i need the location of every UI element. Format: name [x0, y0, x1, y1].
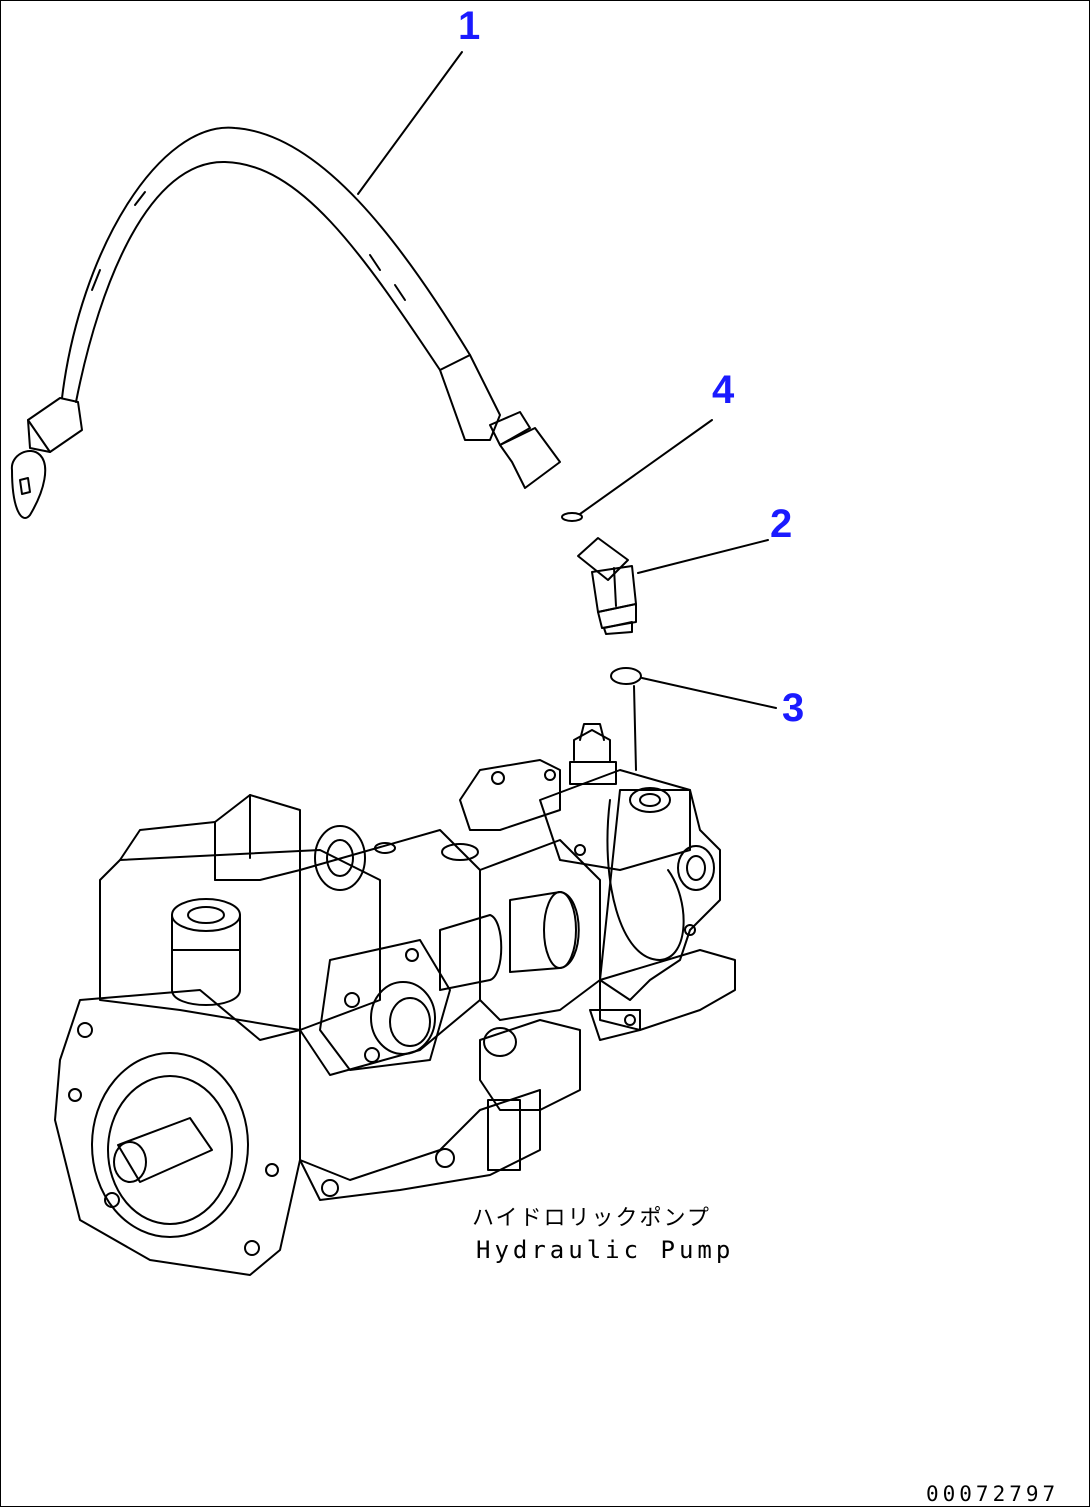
callout-3: 3	[782, 686, 805, 730]
hydraulic-pump	[54, 723, 736, 1276]
caption-english: Hydraulic Pump	[476, 1236, 735, 1264]
caption-japanese: ハイドロリックポンプ	[472, 1206, 711, 1231]
leader-line-2	[637, 539, 769, 574]
o-ring-part-3	[610, 667, 642, 685]
leader-line-3	[641, 677, 777, 709]
callout-1: 1	[458, 4, 481, 48]
elbow-fitting-part-2	[577, 537, 637, 635]
leader-lines	[357, 51, 777, 771]
leader-line-4	[579, 419, 713, 515]
callout-4: 4	[712, 368, 735, 412]
leader-line-1	[357, 51, 463, 195]
document-number: 00072797	[926, 1482, 1060, 1506]
callout-2: 2	[770, 502, 793, 546]
leader-line-3-down	[633, 685, 637, 771]
hose-part-1	[10, 126, 561, 519]
o-ring-part-4	[561, 512, 583, 522]
